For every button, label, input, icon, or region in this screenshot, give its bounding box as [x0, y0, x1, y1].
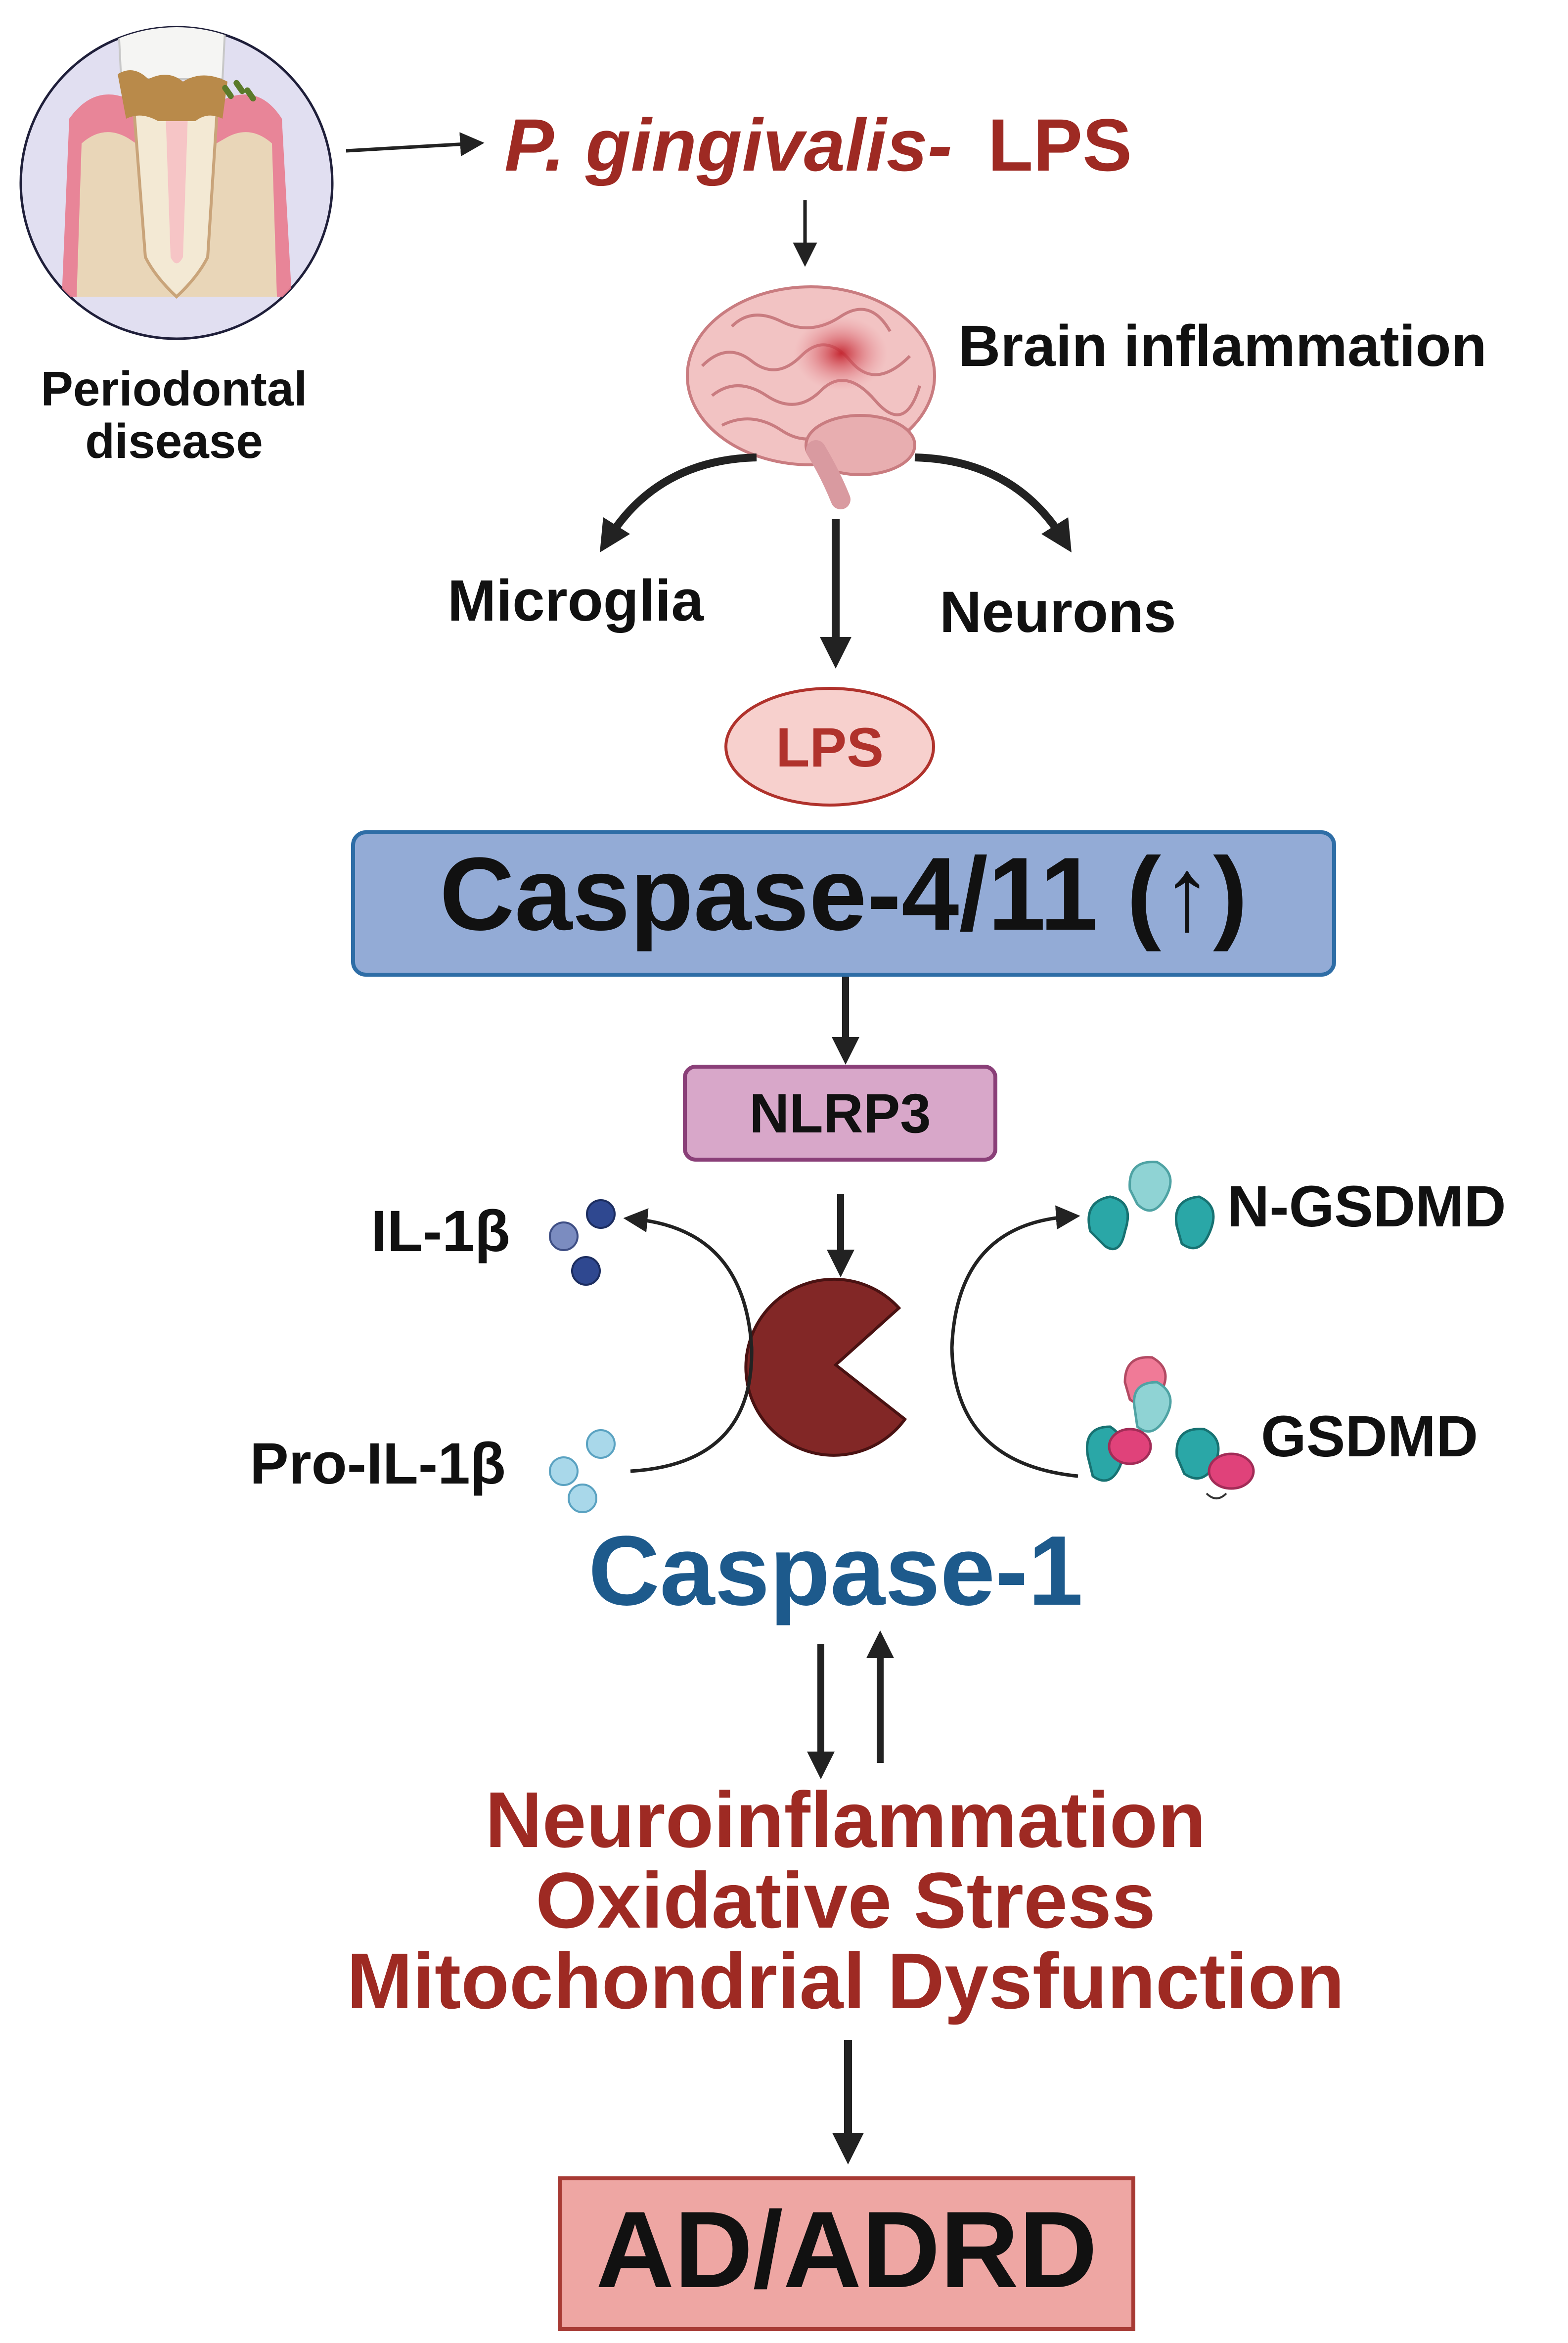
arrow-pro-il1b-to-il1b — [623, 1208, 754, 1473]
microglia-label: Microglia — [448, 568, 704, 633]
nlrp3-label: NLRP3 — [749, 1082, 931, 1144]
caspase-1-label: Caspase-1 — [588, 1516, 1083, 1626]
lps-bubble — [724, 687, 935, 807]
pathogen-organism: P. gingivalis- — [504, 103, 952, 186]
pro-il1b-molecules-icon — [549, 1429, 616, 1513]
gsdmd-label: GSDMD — [1261, 1404, 1478, 1469]
gsdmd-molecules-icon — [1086, 1356, 1255, 1499]
n-gsdmd-label: N-GSDMD — [1227, 1174, 1506, 1239]
outcome-mitochondrial-dysfunction: Mitochondrial Dysfunction — [347, 1937, 1344, 2025]
ad-adrd-label: AD/ADRD — [596, 2189, 1097, 2310]
arrow-periodontal-to-lps — [346, 132, 485, 157]
n-gsdmd-molecules-icon — [1087, 1161, 1215, 1251]
nlrp3-box — [683, 1065, 997, 1162]
neurons-label: Neurons — [940, 580, 1176, 645]
pro-il1b-label: Pro-IL-1β — [250, 1431, 506, 1496]
il1b-molecules-icon — [549, 1199, 616, 1286]
pathogen-title: P. gingivalis- LPS — [504, 103, 1132, 186]
outcome-neuroinflammation: Neuroinflammation — [485, 1775, 1206, 1864]
arrow-brain-to-microglia — [600, 453, 757, 553]
periodontal-label-line1: Periodontal — [41, 361, 307, 416]
caspase-1-enzyme-icon — [744, 1277, 907, 1457]
pathogen-molecule: LPS — [988, 103, 1132, 186]
caspase-4-11-label: Caspase-4/11 (↑) — [440, 836, 1248, 952]
ad-adrd-box — [558, 2176, 1135, 2331]
periodontal-disease-illustration — [19, 26, 334, 340]
outcome-oxidative-stress: Oxidative Stress — [536, 1856, 1156, 1944]
lps-bubble-label: LPS — [776, 717, 884, 778]
brain-illustration — [686, 285, 936, 509]
brain-inflammation-label: Brain inflammation — [958, 314, 1487, 379]
caspase-4-11-box — [351, 830, 1336, 977]
arrow-gsdmd-to-n-gsdmd — [950, 1205, 1080, 1478]
periodontal-label-line2: disease — [85, 414, 263, 468]
arrow-brain-to-neurons — [914, 453, 1072, 553]
il1b-label: IL-1β — [371, 1199, 510, 1264]
